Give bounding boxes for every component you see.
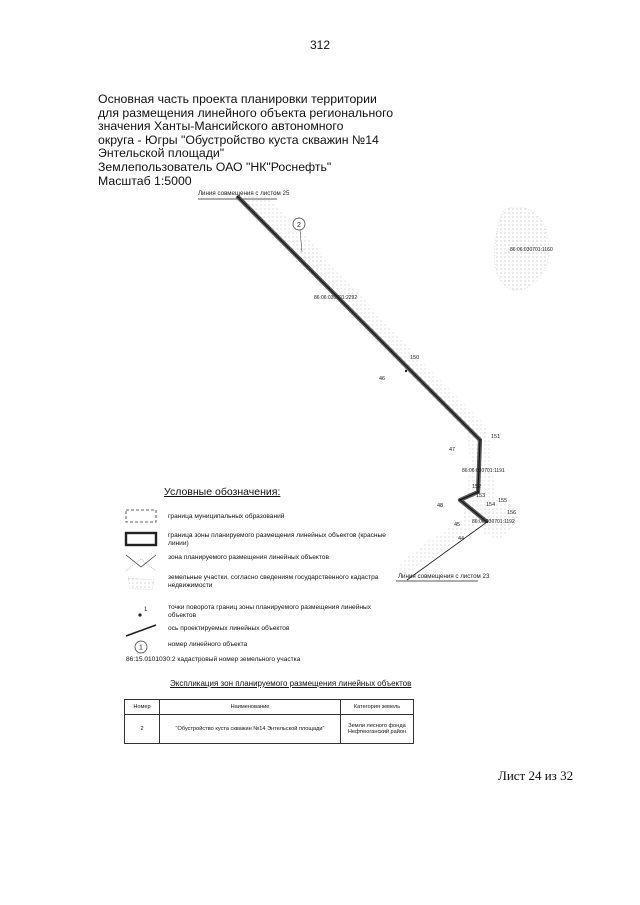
object-number-leader [299, 229, 303, 253]
point-label: 46 [379, 376, 385, 382]
cadastral-label: 86:06:030701:2292 [314, 295, 357, 301]
legend-item: ось проектируемых линейных объектов [124, 621, 444, 641]
dashed-rectangle-icon [125, 509, 157, 523]
cadastral-legend-code: 86:15.0101030:2 [126, 656, 176, 663]
turning-point-icon [478, 438, 482, 442]
legend-item-label: граница зоны планируемого размещения лин… [168, 532, 386, 548]
column-header: Номер [124, 699, 160, 715]
page-number: 312 [309, 38, 331, 52]
title-line: для размещения линейного объекта региона… [98, 105, 394, 120]
cadastral-label: 86:06:030701:1191 [462, 468, 505, 474]
legend-item-label: зона планируемого размещения линейных об… [168, 554, 329, 561]
legend-item-label: номер линейного объекта [168, 641, 248, 648]
object-number-label: 2 [297, 222, 301, 229]
point-label: 154 [486, 502, 495, 508]
object-number-legend-number: 1 [139, 645, 143, 652]
legend-item: земельные участки, согласно сведениям го… [124, 574, 444, 594]
cadastral-legend-text: кадастровый номер земельного участка [177, 656, 301, 663]
point-label: 44 [458, 536, 464, 542]
table-row: 2 "Обустройство куста скважин №14 Энтель… [124, 714, 414, 744]
title-line: округа - Югры "Обустройство куста скважи… [98, 132, 379, 147]
point-label: 150 [410, 355, 419, 361]
axis-line-icon [125, 624, 157, 637]
turning-point-icon [404, 369, 408, 373]
cadastral-label: 86:06:030701:1192 [472, 519, 515, 525]
turning-point-legend-number: 1 [144, 607, 148, 613]
object-number-circle-icon [292, 217, 306, 231]
object-number-circle-icon: 1 [134, 640, 148, 654]
point-label: 152 [472, 484, 481, 490]
legend-item-label: ось проектируемых линейных объектов [168, 625, 290, 632]
point-label: 48 [437, 503, 443, 509]
title-line: Землепользователь ОАО "НК"Роснефть" [98, 159, 332, 174]
sheet-counter: Лист 24 из 32 [498, 768, 574, 783]
match-line-top-label: Линия совмещения с листом 25 [198, 190, 290, 197]
red-line-boundary [235, 194, 489, 524]
table-cell: Земли лесного фонда Нефтеюганский район [340, 714, 414, 744]
turning-points: 150 46 151 47 152 153 155 154 48 156 45 … [379, 355, 516, 542]
turning-point-icon: 1 [138, 607, 148, 617]
parcel-corridor [232, 196, 498, 575]
point-label: 151 [491, 434, 500, 440]
legend-item-label: граница муниципальных образований [168, 513, 285, 520]
cadastral-legend: 86:15.0101030:2 кадастровый номер земель… [126, 656, 300, 663]
title-line: Энтельской площади" [98, 146, 225, 161]
map-title-block: Основная часть проекта планировки террит… [98, 92, 398, 188]
dotted-parcel-icon [127, 577, 155, 591]
scale-label: Масштаб 1:5000 [98, 173, 192, 188]
turning-point-icon [458, 498, 462, 502]
thick-rectangle-icon [124, 531, 158, 547]
legend-item-label: точки поворота границ зоны планируемого … [168, 604, 372, 620]
table-cell: 2 [124, 714, 160, 744]
cadastral-labels: 86:06:030701:1160 86:06:030701:2292 86:0… [314, 247, 553, 525]
legend-item: 1 номер линейного объекта [124, 638, 444, 658]
point-label: 45 [454, 522, 460, 528]
turning-point-icon [485, 520, 489, 524]
legend-item-label: земельные участки, согласно сведениям го… [168, 574, 379, 590]
parcel-small-1 [300, 245, 322, 265]
legend-item: граница зоны планируемого размещения лин… [124, 530, 444, 550]
axis-line [236, 195, 488, 523]
point-label: 153 [476, 493, 485, 499]
cadastral-label: 86:06:030701:1160 [510, 247, 553, 253]
table-header-row: Номер Наименование Категория земель [124, 699, 414, 715]
corridor-exit-line [406, 521, 488, 581]
title-line: значения Ханты-Мансийского автономного [98, 119, 344, 134]
turning-point-icon [476, 490, 480, 494]
column-header: Категория земель [340, 699, 414, 715]
hatch-x-icon [125, 554, 157, 572]
title-line: Основная часть проекта планировки террит… [98, 92, 377, 106]
point-label: 156 [507, 510, 516, 516]
legend-title: Условные обозначения: [164, 486, 281, 498]
parcel-east [494, 206, 549, 291]
match-line-bottom-label: Линия совмещения с листом 23 [398, 573, 490, 580]
parcel-south [482, 500, 520, 540]
point-label: 47 [449, 447, 455, 453]
table-cell: "Обустройство куста скважин №14 Энтельск… [159, 714, 341, 744]
explication-table: Номер Наименование Категория земель 2 "О… [124, 699, 414, 744]
column-header: Наименование [159, 699, 341, 715]
legend-item: граница муниципальных образований [124, 507, 444, 527]
object-number-marker: 2 [292, 217, 306, 253]
legend-item: 1 точки поворота границ зоны планируемог… [124, 603, 444, 623]
point-label: 155 [498, 498, 507, 504]
cadastral-parcels [232, 196, 549, 575]
linear-object-corridor [235, 194, 489, 581]
explication-caption: Экспликация зон планируемого размещения … [170, 679, 412, 688]
legend-item: зона планируемого размещения линейных об… [124, 553, 444, 573]
